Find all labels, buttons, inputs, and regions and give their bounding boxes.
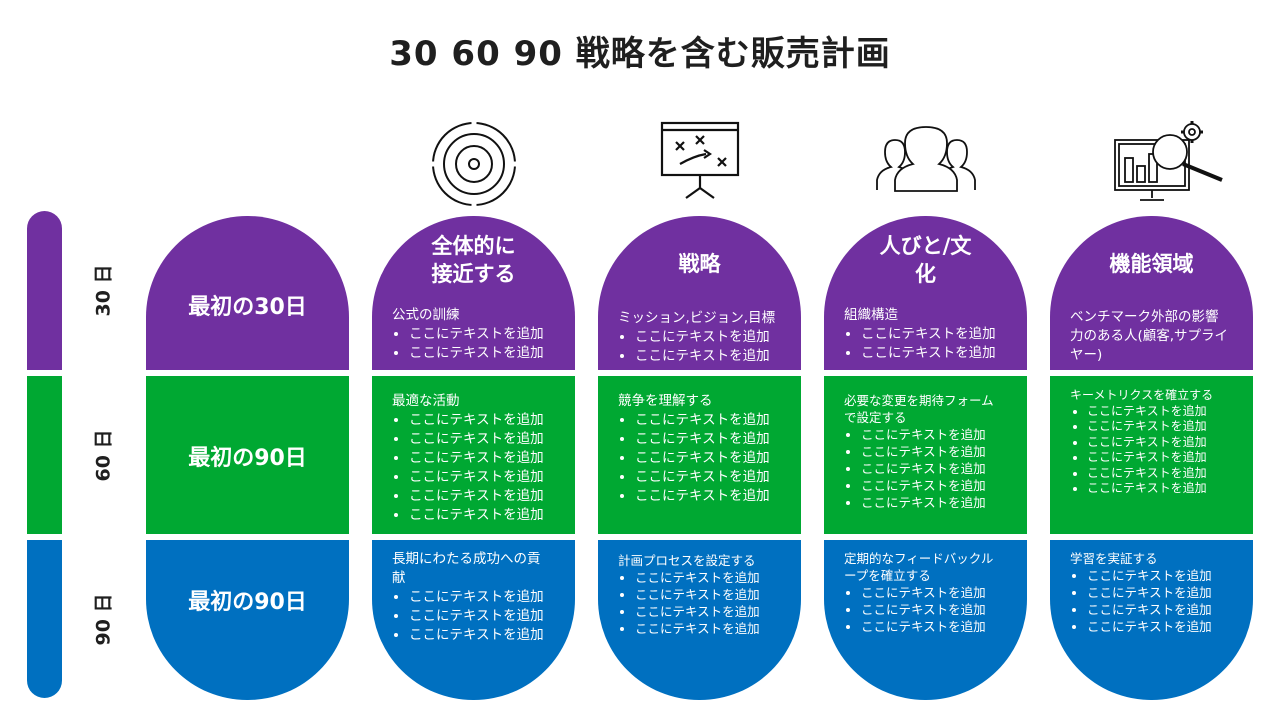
- column-strategy: 戦略 ミッション,ビジョン,目標 ここにテキストを追加ここにテキストを追加 競争…: [598, 216, 801, 700]
- column-strategy-60: 競争を理解する ここにテキストを追加ここにテキストを追加 ここにテキストを追加こ…: [598, 376, 801, 534]
- column-functional-area: 機能領域 ベンチマーク外部の影響力のある人(顧客,サプライヤー) キーメトリクス…: [1050, 216, 1253, 700]
- list-item: ここにテキストを追加: [635, 328, 787, 347]
- cell-content: 最適な活動 ここにテキストを追加ここにテキストを追加 ここにテキストを追加ここに…: [392, 392, 561, 525]
- list-item: ここにテキストを追加: [409, 449, 561, 468]
- cell-content: ベンチマーク外部の影響力のある人(顧客,サプライヤー): [1070, 309, 1229, 363]
- list-item: ここにテキストを追加: [409, 506, 561, 525]
- column-functional-area-60: キーメトリクスを確立する ここにテキストを追加ここにテキストを追加 ここにテキス…: [1050, 376, 1253, 534]
- cell-content: 学習を実証する ここにテキストを追加ここにテキストを追加 ここにテキストを追加こ…: [1070, 550, 1239, 635]
- list-item: ここにテキストを追加: [635, 603, 787, 620]
- page-title: 30 60 90 戦略を含む販売計画: [389, 34, 891, 74]
- list-item: ここにテキストを追加: [409, 626, 553, 645]
- row-label-60: 最初の90日: [146, 376, 349, 534]
- column-strategy-30: 戦略 ミッション,ビジョン,目標 ここにテキストを追加ここにテキストを追加: [598, 216, 801, 370]
- timeline-label-60: 60 日: [92, 428, 115, 482]
- cell-content: 公式の訓練 ここにテキストを追加ここにテキストを追加: [392, 306, 561, 363]
- list-item: ここにテキストを追加: [635, 347, 787, 366]
- cell-content: 競争を理解する ここにテキストを追加ここにテキストを追加 ここにテキストを追加こ…: [618, 392, 787, 506]
- people-group-icon: [876, 126, 976, 192]
- row-label-90: 最初の90日: [146, 540, 349, 700]
- list-item: ここにテキストを追加: [1087, 435, 1231, 451]
- list-item: ここにテキストを追加: [409, 487, 561, 506]
- timeline-segment-60: [27, 376, 62, 534]
- column-heading: 人びと/文 化: [879, 234, 972, 286]
- list-item: ここにテキストを追加: [635, 411, 787, 430]
- list-item: ここにテキストを追加: [635, 468, 787, 487]
- cell-content: 長期にわたる成功への貢献 ここにテキストを追加ここにテキストを追加 ここにテキス…: [392, 550, 553, 645]
- row-label-30: 最初の30日: [146, 216, 349, 370]
- column-people-culture-90: 定期的なフィードバックループを確立する ここにテキストを追加ここにテキストを追加…: [824, 540, 1027, 700]
- list-item: ここにテキストを追加: [409, 588, 553, 607]
- analytics-monitor-icon: [1114, 121, 1223, 201]
- list-item: ここにテキストを追加: [1087, 404, 1231, 420]
- target-icon: [430, 120, 518, 208]
- list-item: ここにテキストを追加: [1087, 584, 1239, 601]
- column-functional-area-90: 学習を実証する ここにテキストを追加ここにテキストを追加 ここにテキストを追加こ…: [1050, 540, 1253, 700]
- list-item: ここにテキストを追加: [635, 569, 787, 586]
- list-item: ここにテキストを追加: [635, 586, 787, 603]
- list-item: ここにテキストを追加: [409, 325, 561, 344]
- timeline-segment-90: [27, 540, 62, 698]
- cell-content: 必要な変更を期待フォームで設定する ここにテキストを追加ここにテキストを追加 こ…: [844, 392, 1001, 511]
- list-item: ここにテキストを追加: [635, 487, 787, 506]
- list-item: ここにテキストを追加: [861, 460, 1001, 477]
- column-holistic: 全体的に 接近する 公式の訓練 ここにテキストを追加ここにテキストを追加 最適な…: [372, 216, 575, 700]
- list-item: ここにテキストを追加: [409, 607, 553, 626]
- list-item: ここにテキストを追加: [861, 477, 1001, 494]
- list-item: ここにテキストを追加: [1087, 466, 1231, 482]
- row-label-column: 最初の30日 最初の90日 最初の90日: [146, 216, 349, 700]
- list-item: ここにテキストを追加: [409, 468, 561, 487]
- list-item: ここにテキストを追加: [635, 449, 787, 468]
- column-heading: 戦略: [678, 252, 721, 276]
- cell-content: 計画プロセスを設定する ここにテキストを追加ここにテキストを追加 ここにテキスト…: [618, 552, 787, 637]
- list-item: ここにテキストを追加: [861, 618, 997, 635]
- list-item: ここにテキストを追加: [861, 426, 1001, 443]
- list-item: ここにテキストを追加: [1087, 450, 1231, 466]
- list-item: ここにテキストを追加: [1087, 419, 1231, 435]
- list-item: ここにテキストを追加: [861, 584, 997, 601]
- list-item: ここにテキストを追加: [1087, 481, 1231, 497]
- list-item: ここにテキストを追加: [635, 430, 787, 449]
- column-people-culture: 人びと/文 化 組織構造 ここにテキストを追加ここにテキストを追加 必要な変更を…: [824, 216, 1027, 700]
- cell-content: ミッション,ビジョン,目標 ここにテキストを追加ここにテキストを追加: [618, 309, 787, 366]
- list-item: ここにテキストを追加: [861, 344, 1013, 363]
- list-item: ここにテキストを追加: [861, 443, 1001, 460]
- list-item: ここにテキストを追加: [635, 620, 787, 637]
- cell-content: キーメトリクスを確立する ここにテキストを追加ここにテキストを追加 ここにテキス…: [1070, 388, 1231, 497]
- list-item: ここにテキストを追加: [1087, 567, 1239, 584]
- list-item: ここにテキストを追加: [409, 411, 561, 430]
- column-functional-area-30: 機能領域 ベンチマーク外部の影響力のある人(顧客,サプライヤー): [1050, 216, 1253, 370]
- column-holistic-90: 長期にわたる成功への貢献 ここにテキストを追加ここにテキストを追加 ここにテキス…: [372, 540, 575, 700]
- strategy-board-icon: [660, 121, 740, 199]
- column-holistic-30: 全体的に 接近する 公式の訓練 ここにテキストを追加ここにテキストを追加: [372, 216, 575, 370]
- column-holistic-60: 最適な活動 ここにテキストを追加ここにテキストを追加 ここにテキストを追加ここに…: [372, 376, 575, 534]
- list-item: ここにテキストを追加: [861, 494, 1001, 511]
- cell-content: 組織構造 ここにテキストを追加ここにテキストを追加: [844, 306, 1013, 363]
- column-people-culture-60: 必要な変更を期待フォームで設定する ここにテキストを追加ここにテキストを追加 こ…: [824, 376, 1027, 534]
- list-item: ここにテキストを追加: [861, 601, 997, 618]
- timeline-segment-30: [27, 211, 62, 370]
- column-heading: 全体的に 接近する: [431, 234, 516, 286]
- list-item: ここにテキストを追加: [1087, 601, 1239, 618]
- cell-content: 定期的なフィードバックループを確立する ここにテキストを追加ここにテキストを追加…: [844, 550, 997, 635]
- list-item: ここにテキストを追加: [1087, 618, 1239, 635]
- list-item: ここにテキストを追加: [409, 430, 561, 449]
- column-strategy-90: 計画プロセスを設定する ここにテキストを追加ここにテキストを追加 ここにテキスト…: [598, 540, 801, 700]
- column-heading: 機能領域: [1109, 252, 1194, 276]
- timeline-label-30: 30 日: [92, 264, 115, 317]
- column-people-culture-30: 人びと/文 化 組織構造 ここにテキストを追加ここにテキストを追加: [824, 216, 1027, 370]
- list-item: ここにテキストを追加: [409, 344, 561, 363]
- list-item: ここにテキストを追加: [861, 325, 1013, 344]
- timeline-label-90: 90 日: [92, 592, 115, 646]
